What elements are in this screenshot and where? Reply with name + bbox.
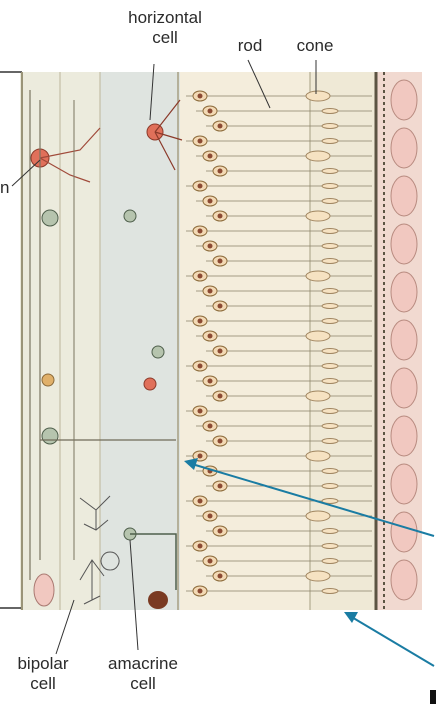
photoreceptor-nucleus xyxy=(218,214,223,219)
cone-segment xyxy=(306,331,330,341)
horizontal-label-line2: cell xyxy=(120,28,210,48)
rod-segment xyxy=(322,109,338,114)
photoreceptor-nucleus xyxy=(208,199,213,204)
photoreceptor-nucleus xyxy=(218,304,223,309)
bipolar-cell-label: bipolar cell xyxy=(8,654,78,694)
rod-segment xyxy=(322,559,338,564)
rod-label: rod xyxy=(230,36,270,56)
cone-segment xyxy=(306,391,330,401)
rod-segment xyxy=(322,529,338,534)
epithelium-cell xyxy=(391,416,417,456)
bipolar-label-line2: cell xyxy=(8,674,78,694)
photoreceptor-nucleus xyxy=(218,124,223,129)
photoreceptor-nucleus xyxy=(198,544,203,549)
amacrine-label-line1: amacrine xyxy=(98,654,188,674)
rod-segment xyxy=(322,484,338,489)
outer-nuclear-band xyxy=(180,72,310,610)
photoreceptor-nucleus xyxy=(208,559,213,564)
amacrine-label-line2: cell xyxy=(98,674,188,694)
rod-segment xyxy=(322,349,338,354)
rod-segment xyxy=(322,439,338,444)
photoreceptor-nucleus xyxy=(208,334,213,339)
photoreceptor-nucleus xyxy=(218,439,223,444)
epithelium-cell xyxy=(391,560,417,600)
rod-segment xyxy=(322,289,338,294)
rod-segment xyxy=(322,364,338,369)
rod-segment xyxy=(322,229,338,234)
photoreceptor-nucleus xyxy=(198,274,203,279)
photoreceptor-nucleus xyxy=(208,244,213,249)
photoreceptor-nucleus xyxy=(208,424,213,429)
cropped-marker xyxy=(430,690,436,704)
photoreceptor-nucleus xyxy=(198,184,203,189)
horizontal-cell-label: horizontal cell xyxy=(120,8,210,48)
rod-segment xyxy=(322,139,338,144)
photoreceptor-nucleus xyxy=(208,289,213,294)
photoreceptor-nucleus xyxy=(218,349,223,354)
rod-segment xyxy=(322,304,338,309)
epithelium-cells xyxy=(391,80,417,600)
cone-segment xyxy=(306,211,330,221)
photoreceptor-nucleus xyxy=(198,364,203,369)
photoreceptor-nucleus xyxy=(198,499,203,504)
rod-segment xyxy=(322,544,338,549)
photoreceptor-nucleus xyxy=(198,139,203,144)
photoreceptor-nucleus xyxy=(198,454,203,459)
photoreceptor-nucleus xyxy=(218,529,223,534)
inner-plexiform-band xyxy=(100,72,180,610)
photoreceptor-nucleus xyxy=(198,589,203,594)
rod-segment xyxy=(322,184,338,189)
rod-segment xyxy=(322,589,338,594)
epithelium-cell xyxy=(391,80,417,120)
epithelium-cell xyxy=(391,272,417,312)
cone-segment xyxy=(306,451,330,461)
photoreceptor-nucleus xyxy=(208,379,213,384)
cone-segment xyxy=(306,511,330,521)
epithelium-cell xyxy=(391,320,417,360)
photoreceptor-nucleus xyxy=(218,394,223,399)
photoreceptor-nucleus xyxy=(218,169,223,174)
epithelium-cell xyxy=(391,368,417,408)
epithelium-cell xyxy=(391,176,417,216)
cone-segment xyxy=(306,91,330,101)
cone-segment xyxy=(306,151,330,161)
rod-segment xyxy=(322,169,338,174)
bipolar-label-line1: bipolar xyxy=(8,654,78,674)
cone-segment xyxy=(306,271,330,281)
photoreceptor-nucleus xyxy=(198,94,203,99)
rod-segment xyxy=(322,424,338,429)
rod-segment xyxy=(322,409,338,414)
epithelium-cell xyxy=(391,464,417,504)
rod-segment xyxy=(322,244,338,249)
photoreceptor-nucleus xyxy=(218,484,223,489)
arrow-two xyxy=(350,616,434,666)
amacrine-cell-label: amacrine cell xyxy=(98,654,188,694)
epithelium-cell xyxy=(391,224,417,264)
rod-segment xyxy=(322,199,338,204)
cone-label: cone xyxy=(290,36,340,56)
epithelium-cell xyxy=(391,128,417,168)
rod-segment xyxy=(322,469,338,474)
photoreceptor-nucleus xyxy=(218,259,223,264)
photoreceptor-nucleus xyxy=(208,109,213,114)
photoreceptor-nucleus xyxy=(218,574,223,579)
photoreceptor-nucleus xyxy=(198,229,203,234)
rod-segment xyxy=(322,379,338,384)
photoreceptor-nucleus xyxy=(198,409,203,414)
rod-segment xyxy=(322,319,338,324)
photoreceptor-nucleus xyxy=(208,154,213,159)
cone-segment xyxy=(306,571,330,581)
horizontal-label-line1: horizontal xyxy=(120,8,210,28)
photoreceptor-nucleus xyxy=(198,319,203,324)
photoreceptor-nucleus xyxy=(208,514,213,519)
rod-segment xyxy=(322,259,338,264)
epithelium-cell xyxy=(391,512,417,552)
rod-segment xyxy=(322,124,338,129)
cut-off-label: n xyxy=(0,178,12,198)
